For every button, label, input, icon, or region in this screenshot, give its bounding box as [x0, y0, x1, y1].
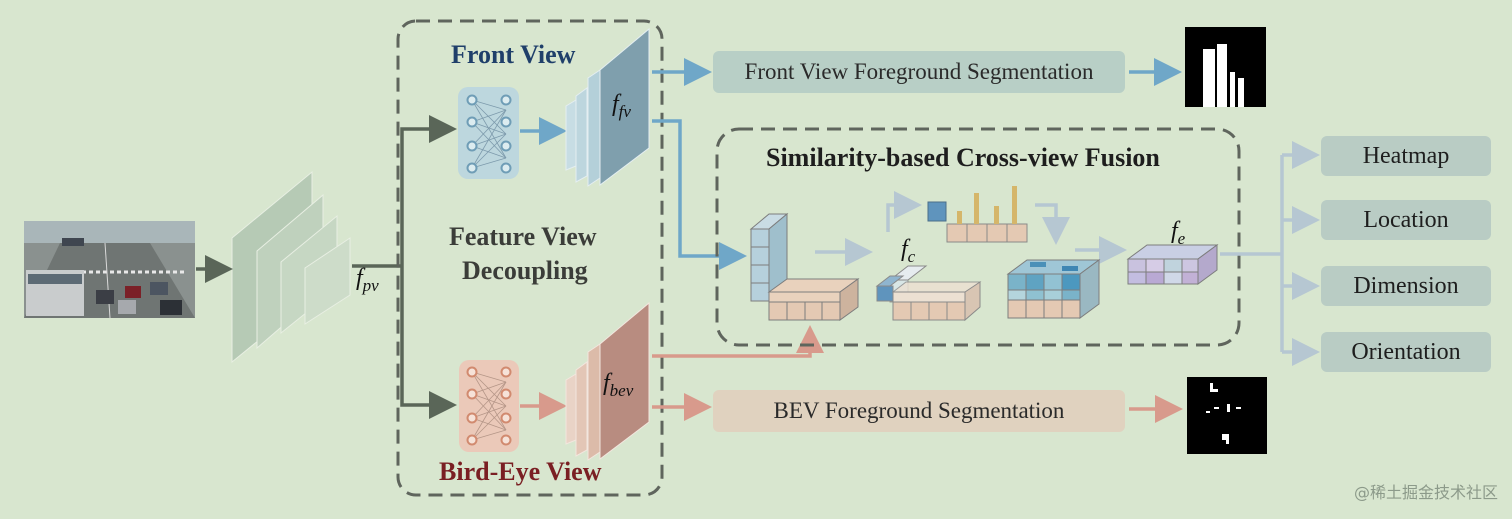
output-orientation: Orientation: [1321, 332, 1491, 372]
bev-mlp-icon: [459, 360, 519, 452]
arrow-bev-to-fusion: [652, 325, 824, 358]
feature-label-fc: fc: [901, 236, 915, 267]
feature-symbol: f: [356, 265, 363, 291]
fusion-arrows: [815, 191, 1127, 266]
fusion-cube-fe: [1126, 244, 1219, 285]
watermark: @稀土掘金技术社区: [1353, 483, 1498, 502]
fusion-box: [715, 127, 1241, 347]
bev-mask-image: [1187, 377, 1267, 454]
feature-symbol: f: [901, 236, 908, 262]
fv-seg-pill-bg: [713, 51, 1125, 93]
decoupling-label-line2: Decoupling: [462, 256, 588, 285]
feature-subscript: fv: [618, 101, 631, 121]
feature-label-fpv: fpv: [356, 265, 379, 296]
output-arrows: [1220, 141, 1320, 366]
bird-eye-view-title: Bird-Eye View: [439, 457, 602, 486]
feature-symbol: f: [603, 370, 610, 396]
front-mask-image: [1185, 27, 1266, 107]
output-dimension: Dimension: [1321, 266, 1491, 306]
backbone-layers: [231, 170, 351, 364]
fusion-cube-fc: [875, 265, 982, 322]
feature-subscript: e: [1177, 228, 1186, 248]
feature-subscript: bev: [609, 380, 634, 400]
fusion-cube-fused: [1006, 259, 1101, 319]
bev-segmentation-label: BEV Foreground Segmentation: [773, 398, 1065, 423]
fusion-cube-fv-bev: [749, 212, 860, 321]
bev-seg-pill-bg: [713, 390, 1125, 432]
front-view-title: Front View: [451, 40, 576, 69]
arrow-fv-to-fusion: [652, 119, 747, 270]
feature-subscript: pv: [362, 275, 379, 295]
decoupling-label-line1: Feature View: [449, 222, 597, 251]
similarity-bar-chart: [927, 186, 1028, 243]
feature-label-fe: fe: [1171, 218, 1185, 249]
front-mlp-icon: [458, 87, 519, 179]
output-heatmap: Heatmap: [1321, 136, 1491, 176]
branch-arrows: [352, 115, 457, 419]
feature-symbol: f: [612, 91, 619, 117]
feature-label-ffv: ffv: [612, 91, 631, 122]
fusion-title: Similarity-based Cross-view Fusion: [766, 143, 1160, 172]
feature-label-fbev: fbev: [603, 370, 633, 401]
front-feature-layers: [565, 27, 650, 187]
feature-symbol: f: [1171, 218, 1178, 244]
fv-segmentation-label: Front View Foreground Segmentation: [744, 59, 1094, 84]
feature-subscript: c: [907, 246, 916, 266]
input-image: [24, 221, 195, 319]
decoupling-box: [396, 19, 664, 497]
output-location: Location: [1321, 200, 1491, 240]
bev-feature-layers: [565, 301, 650, 461]
